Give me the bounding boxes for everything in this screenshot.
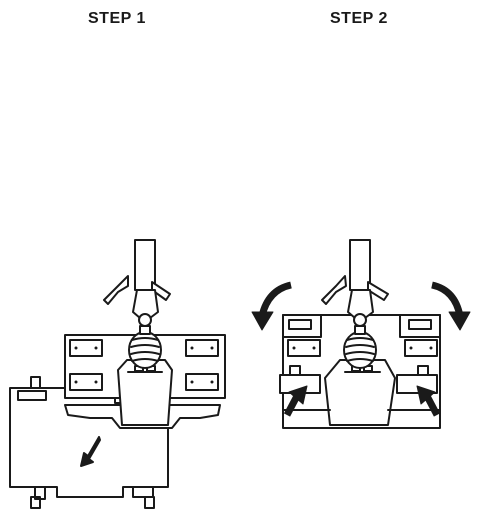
step-1-figure bbox=[9, 239, 226, 509]
remove-arrow bbox=[80, 436, 101, 467]
step-1-title: STEP 1 bbox=[88, 10, 146, 27]
mop-head-2 bbox=[279, 314, 441, 429]
mop-handle bbox=[103, 239, 171, 369]
step-2-figure bbox=[251, 239, 471, 429]
step-2-title: STEP 2 bbox=[330, 10, 388, 27]
push-arrows bbox=[283, 385, 441, 417]
fold-arrows bbox=[251, 281, 471, 331]
mop-handle-2 bbox=[321, 239, 389, 369]
mop-head bbox=[64, 334, 226, 429]
